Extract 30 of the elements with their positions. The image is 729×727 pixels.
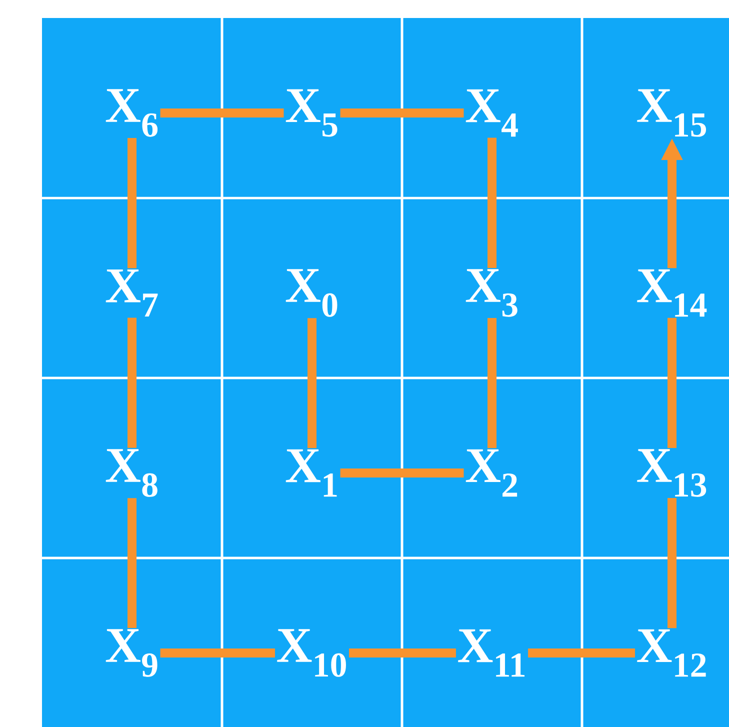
variable-label: X$_{12}$ [637, 629, 706, 677]
variable-label: X$_{2}$ [466, 449, 518, 497]
path-line [488, 138, 496, 268]
variable-label: X$_{4}$ [466, 89, 518, 137]
variable-label: X$_{6}$ [106, 89, 158, 137]
variable-label: X$_{10}$ [277, 629, 346, 677]
variable-label: X$_{5}$ [286, 89, 338, 137]
variable-label: X$_{15}$ [637, 89, 706, 137]
path-line [128, 318, 136, 448]
path-line [160, 108, 284, 118]
path-line [668, 318, 676, 448]
variable-label: X$_{8}$ [106, 449, 158, 497]
path-line [308, 318, 316, 448]
variable-label: X$_{13}$ [637, 449, 706, 497]
path-line [340, 468, 464, 478]
variable-label: X$_{9}$ [106, 629, 158, 677]
path-line [668, 498, 676, 628]
path-line [349, 648, 456, 658]
variable-label: X$_{1}$ [286, 449, 337, 497]
variable-label: X$_{11}$ [458, 629, 525, 677]
variable-label: X$_{14}$ [637, 269, 707, 317]
path-line [488, 318, 496, 448]
path-line [340, 108, 464, 118]
path-line [128, 498, 136, 628]
variable-label: X$_{3}$ [466, 269, 518, 317]
variable-label: X$_{7}$ [106, 269, 158, 317]
path-line [128, 138, 136, 268]
path-line [528, 648, 635, 658]
path-line [160, 648, 275, 658]
variable-label: X$_{0}$ [286, 269, 338, 317]
